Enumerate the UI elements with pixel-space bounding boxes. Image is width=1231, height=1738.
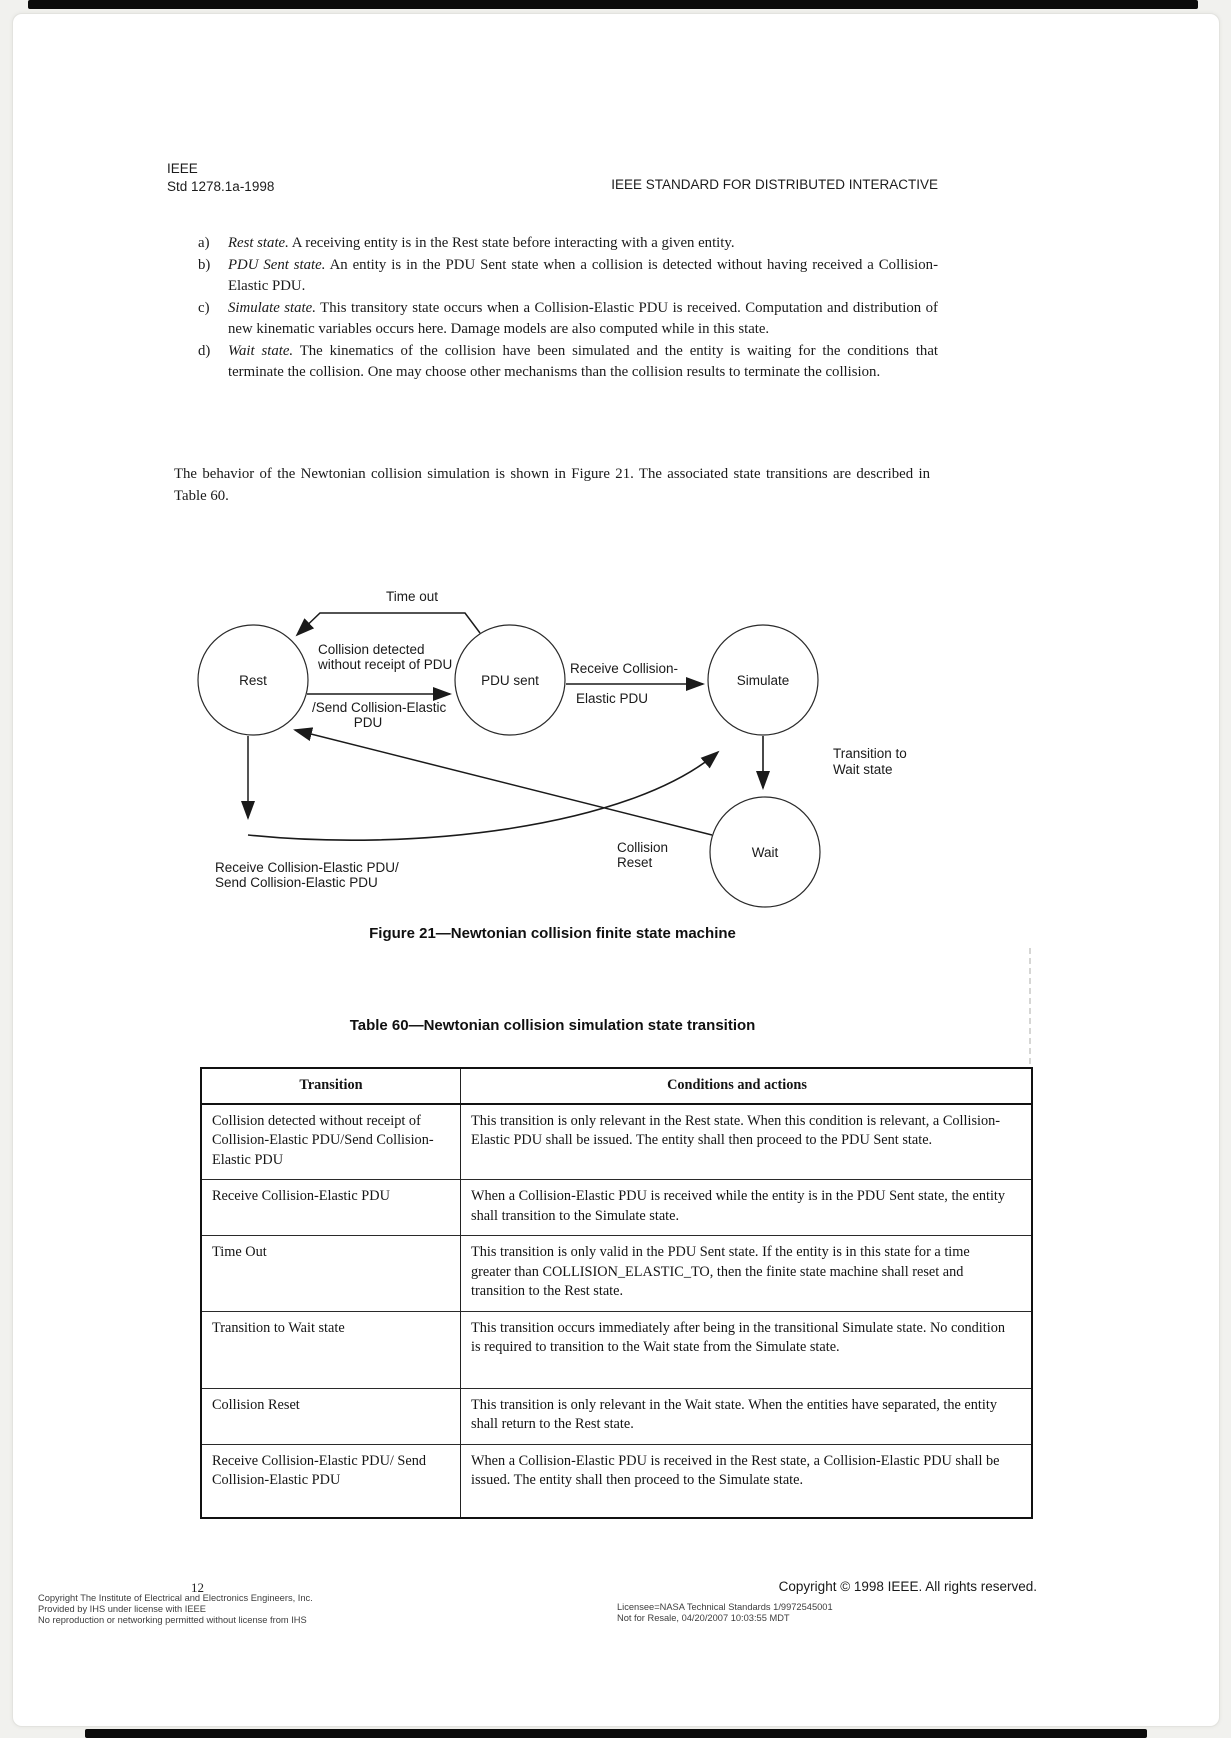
cell-conditions: This transition occurs immediately after… [460, 1310, 1032, 1388]
cell-conditions: This transition is only relevant in the … [460, 1387, 1032, 1444]
footer-left-block: Copyright The Institute of Electrical an… [38, 1593, 313, 1626]
list-item-c: c) Simulate state. This transitory state … [198, 298, 938, 341]
table-row: Time Out This transition is only valid i… [201, 1235, 1032, 1311]
header-right-title: IEEE STANDARD FOR DISTRIBUTED INTERACTIV… [611, 177, 938, 192]
page-number: 12 [191, 1580, 204, 1595]
table-row: Collision detected without receipt of Co… [201, 1103, 1032, 1180]
table-title: Table 60—Newtonian collision simulation … [349, 1017, 756, 1034]
cell-transition: Collision Reset [201, 1387, 461, 1444]
figure-21-state-machine: Rest PDU sent Simulate Wait Time out Col… [170, 575, 960, 920]
label-elastic-pdu: Elastic PDU [576, 691, 648, 706]
list-item-label: a) [198, 235, 210, 251]
list-item-label: b) [198, 256, 211, 273]
list-item-d: d) Wait state. The kinematics of the coll… [198, 341, 938, 384]
footer-provided-by: Provided by IHS under license with IEEE [38, 1604, 206, 1614]
state-label-pdu-sent: PDU sent [481, 673, 539, 688]
cell-conditions: This transition is only relevant in the … [460, 1103, 1032, 1180]
footer-copyright-right: Copyright © 1998 IEEE. All rights reserv… [778, 1579, 1037, 1594]
state-label-rest: Rest [239, 673, 267, 688]
label-pdu: PDU [354, 715, 383, 730]
list-item-text: The kinematics of the collision have bee… [228, 342, 939, 381]
cell-transition: Collision detected without receipt of Co… [212, 1112, 434, 1168]
table-row: Receive Collision-Elastic PDU/ Send Coll… [201, 1443, 1032, 1518]
column-header-conditions: Conditions and actions [460, 1068, 1032, 1105]
table-row: Receive Collision-Elastic PDU When a Col… [201, 1179, 1032, 1236]
body-paragraph: The behavior of the Newtonian collision … [174, 466, 930, 504]
list-item-b: b) PDU Sent state. An entity is in the PD… [198, 255, 938, 298]
state-label-simulate: Simulate [737, 673, 790, 688]
arrow-collision-reset-wait-to-rest [293, 727, 713, 836]
label-wait-state: Wait state [833, 762, 893, 777]
footer-licensee: Licensee=NASA Technical Standards 1/9972… [617, 1602, 833, 1612]
table-row: Collision Reset This transition is only … [201, 1387, 1032, 1444]
column-header-transition: Transition [201, 1068, 461, 1105]
header-std-number: Std 1278.1a-1998 [167, 178, 275, 194]
label-collision-detected: Collision detected [318, 642, 425, 657]
footer-license-block: Licensee=NASA Technical Standards 1/9972… [617, 1602, 833, 1624]
scan-artifact-bottom-bar [85, 1729, 1147, 1738]
arrow-curve-rest-to-simulate [247, 750, 720, 841]
label-timeout: Time out [386, 589, 438, 604]
scan-artifact-top-bar [28, 0, 1198, 9]
table-header-row: Transition Conditions and actions [201, 1068, 1032, 1105]
table-60: Transition Conditions and actions Collis… [200, 1067, 1033, 1519]
cell-transition: Time Out [201, 1235, 461, 1311]
list-item-term: Simulate state. [228, 299, 316, 316]
label-without-receipt: without receipt of PDU [317, 657, 452, 672]
header-left: IEEE Std 1278.1a-1998 [167, 160, 274, 195]
cell-transition: Transition to Wait state [201, 1310, 461, 1388]
list-item-text: A receiving entity is in the Rest state … [291, 235, 735, 251]
list-item-text: An entity is in the PDU Sent state when … [228, 256, 939, 295]
state-circle-rest [197, 624, 309, 736]
ihs-vertical-marking [1029, 948, 1031, 1064]
label-receive-send-1: Receive Collision-Elastic PDU/ [215, 860, 399, 875]
label-receive-send-2: Send Collision-Elastic PDU [215, 875, 378, 890]
list-item-text: This transitory state occurs when a Coll… [228, 299, 938, 338]
label-collision: Collision [617, 840, 668, 855]
label-receive-collision: Receive Collision- [570, 661, 678, 676]
cell-conditions: This transition is only valid in the PDU… [460, 1235, 1032, 1311]
list-item-label: d) [198, 342, 211, 359]
table-row: Transition to Wait state This transition… [201, 1310, 1032, 1388]
state-machine-diagram: Rest PDU sent Simulate Wait Time out Col… [197, 589, 907, 908]
list-item-label: c) [198, 299, 210, 316]
state-label-wait: Wait [752, 845, 779, 860]
list-item-term: Wait state. [228, 342, 294, 359]
cell-conditions: When a Collision-Elastic PDU is received… [460, 1179, 1032, 1236]
footer-no-reproduction: No reproduction or networking permitted … [38, 1615, 307, 1625]
cell-transition: Receive Collision-Elastic PDU/ Send Coll… [201, 1443, 461, 1518]
label-send-collision-elastic: /Send Collision-Elastic [312, 700, 447, 715]
list-item-term: PDU Sent state. [228, 256, 326, 273]
state-circle-pdu-sent [454, 624, 566, 736]
label-transition-to: Transition to [833, 746, 907, 761]
label-reset: Reset [617, 855, 653, 870]
state-circle-simulate [707, 624, 819, 736]
list-item-term: Rest state. [228, 235, 289, 251]
state-definition-list: a) Rest state. A receiving entity is in t… [198, 233, 938, 384]
cell-transition: Receive Collision-Elastic PDU [201, 1179, 461, 1236]
arrow-timeout-pdusent-to-rest [295, 612, 481, 637]
footer-copyright-ieee: Copyright The Institute of Electrical an… [38, 1593, 313, 1603]
state-circle-wait [709, 796, 821, 908]
cell-conditions: When a Collision-Elastic PDU is received… [460, 1443, 1032, 1518]
footer-not-for-resale: Not for Resale, 04/20/2007 10:03:55 MDT [617, 1613, 790, 1623]
header-ieee: IEEE [167, 161, 198, 176]
list-item-a: a) Rest state. A receiving entity is in t… [198, 233, 938, 255]
figure-caption: Figure 21—Newtonian collision finite sta… [369, 925, 736, 942]
